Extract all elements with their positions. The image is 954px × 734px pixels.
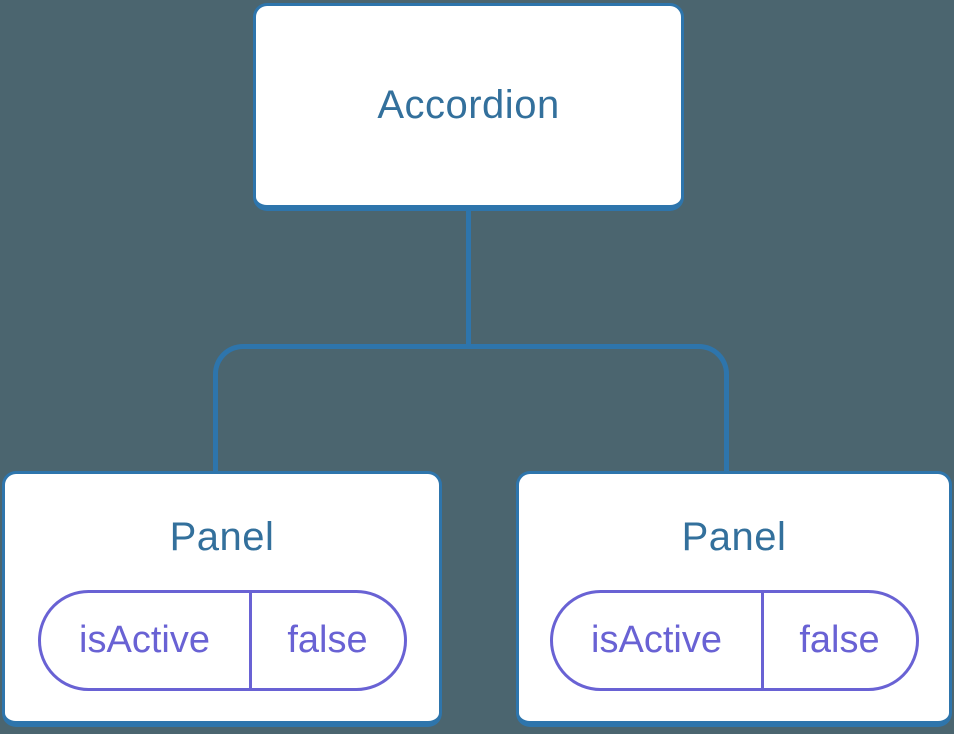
state-value: false — [799, 619, 880, 661]
state-pill: isActive false — [37, 590, 407, 691]
state-value: false — [287, 619, 368, 661]
state-name: isActive — [553, 593, 764, 688]
panel-node-label: Panel — [169, 515, 275, 559]
panel-node-label: Panel — [681, 515, 787, 559]
connector-branch — [213, 344, 729, 471]
accordion-node: Accordion — [253, 3, 684, 211]
panel-node-right: Panel isActive false — [516, 471, 952, 727]
state-pill: isActive false — [549, 590, 919, 691]
state-name: isActive — [41, 593, 252, 688]
panel-node-left: Panel isActive false — [2, 471, 442, 727]
accordion-node-label: Accordion — [377, 83, 560, 127]
connector-stem — [466, 211, 471, 349]
